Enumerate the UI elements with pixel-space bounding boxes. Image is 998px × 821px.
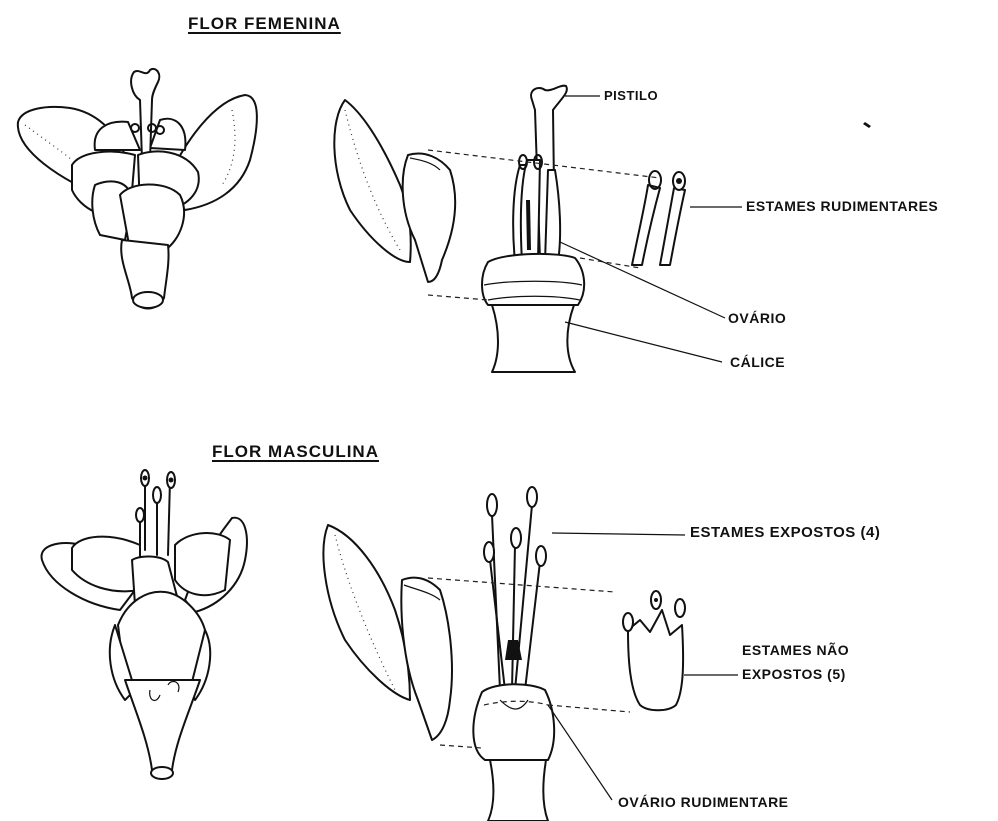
male-section-title: FLOR MASCULINA <box>212 442 379 462</box>
label-pistilo: PISTILO <box>604 88 658 103</box>
female-flower-dissected <box>334 86 742 372</box>
label-estames-rudimentares: ESTAMES RUDIMENTARES <box>746 198 938 214</box>
male-flower-dissected <box>323 487 738 821</box>
male-flower-intact <box>42 470 247 779</box>
female-section-title: FLOR FEMENINA <box>188 14 341 34</box>
label-estames-nao-expostos-line1: ESTAMES NÃO <box>742 642 849 658</box>
label-estames-nao-expostos-line2: EXPOSTOS (5) <box>742 666 846 682</box>
label-calice: CÁLICE <box>730 354 785 370</box>
label-ovario: OVÁRIO <box>728 310 786 326</box>
female-flower-intact <box>18 69 257 309</box>
label-estames-expostos: ESTAMES EXPOSTOS (4) <box>690 524 880 541</box>
label-ovario-rudimentare: OVÁRIO RUDIMENTARE <box>618 794 789 810</box>
